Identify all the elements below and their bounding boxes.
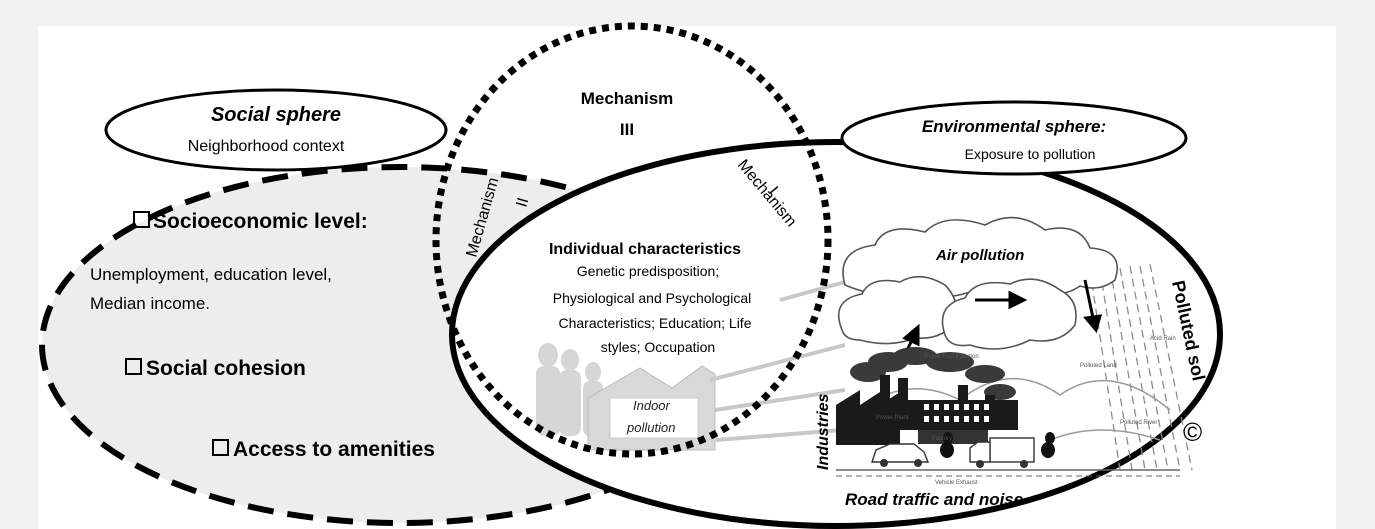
factory-windows	[924, 404, 989, 422]
individual-characteristics-line: Physiological and Psychological	[553, 290, 751, 306]
mechanism-circle	[432, 22, 832, 458]
socioeconomic-detail-line: Unemployment, education level,	[90, 265, 332, 284]
individual-characteristics-line: styles; Occupation	[601, 339, 715, 355]
individual-characteristics-title: Individual characteristics	[549, 241, 741, 258]
individual-characteristics-line: Genetic predisposition;	[577, 263, 719, 279]
environmental-sphere-title-ellipse	[840, 100, 1188, 176]
mechanism-iii-numeral: III	[620, 120, 634, 139]
factory-icon	[836, 375, 1018, 445]
environmental-sphere-subtitle: Exposure to pollution	[965, 146, 1096, 162]
illustration-label-polluted-river: Polluted River	[1120, 420, 1157, 426]
acid-rain-icon	[1089, 263, 1193, 471]
access-to-amenities-item: Access to amenities	[233, 438, 435, 461]
car-icon	[871, 443, 930, 467]
social-sphere-title-ellipse	[104, 88, 448, 172]
industries-label: Industries	[815, 393, 832, 470]
mechanism-iii-label: Mechanism	[581, 89, 674, 108]
social-sphere-title: Social sphere	[211, 104, 341, 126]
socioeconomic-level-item: Socioeconomic level:	[153, 210, 368, 233]
illustration-label-factory: Factory	[932, 436, 952, 442]
environmental-sphere-ellipse	[449, 139, 1223, 529]
air-pollution-label: Air pollution	[935, 247, 1024, 264]
social-sphere-subtitle: Neighborhood context	[188, 138, 345, 155]
indoor-pollution-label-line2: pollution	[626, 420, 675, 435]
environmental-sphere-title: Environmental sphere:	[922, 117, 1106, 136]
truck-icon	[969, 437, 1035, 468]
connector-lines	[709, 280, 846, 442]
house-icon	[587, 365, 716, 451]
illustration-label-fossil-fuel: Fossil Fuel Pollution	[925, 354, 979, 360]
illustration-label-vehicle-exhaust: Vehicle Exhaust	[935, 480, 978, 486]
illustration-label-polluted-land: Polluted Land	[1080, 363, 1117, 369]
smoke-icon	[850, 347, 1016, 400]
illustration-label-acid-rain: Acid Rain	[1150, 336, 1176, 342]
checkbox-icon	[125, 211, 229, 456]
socioeconomic-detail-line: Median income.	[90, 294, 210, 313]
copyright-symbol: ©	[1183, 417, 1202, 447]
illustration-label-power-plant: Power Plant	[876, 415, 909, 421]
road-traffic-label: Road traffic and noise	[845, 490, 1023, 509]
social-cohesion-item: Social cohesion	[146, 357, 306, 380]
indoor-pollution-label: Indoor	[633, 398, 671, 413]
pollution-illustration: Power Plant Factory Vehicle Exhaust Poll…	[836, 216, 1193, 486]
individual-characteristics-line: Characteristics; Education; Life	[559, 315, 752, 331]
